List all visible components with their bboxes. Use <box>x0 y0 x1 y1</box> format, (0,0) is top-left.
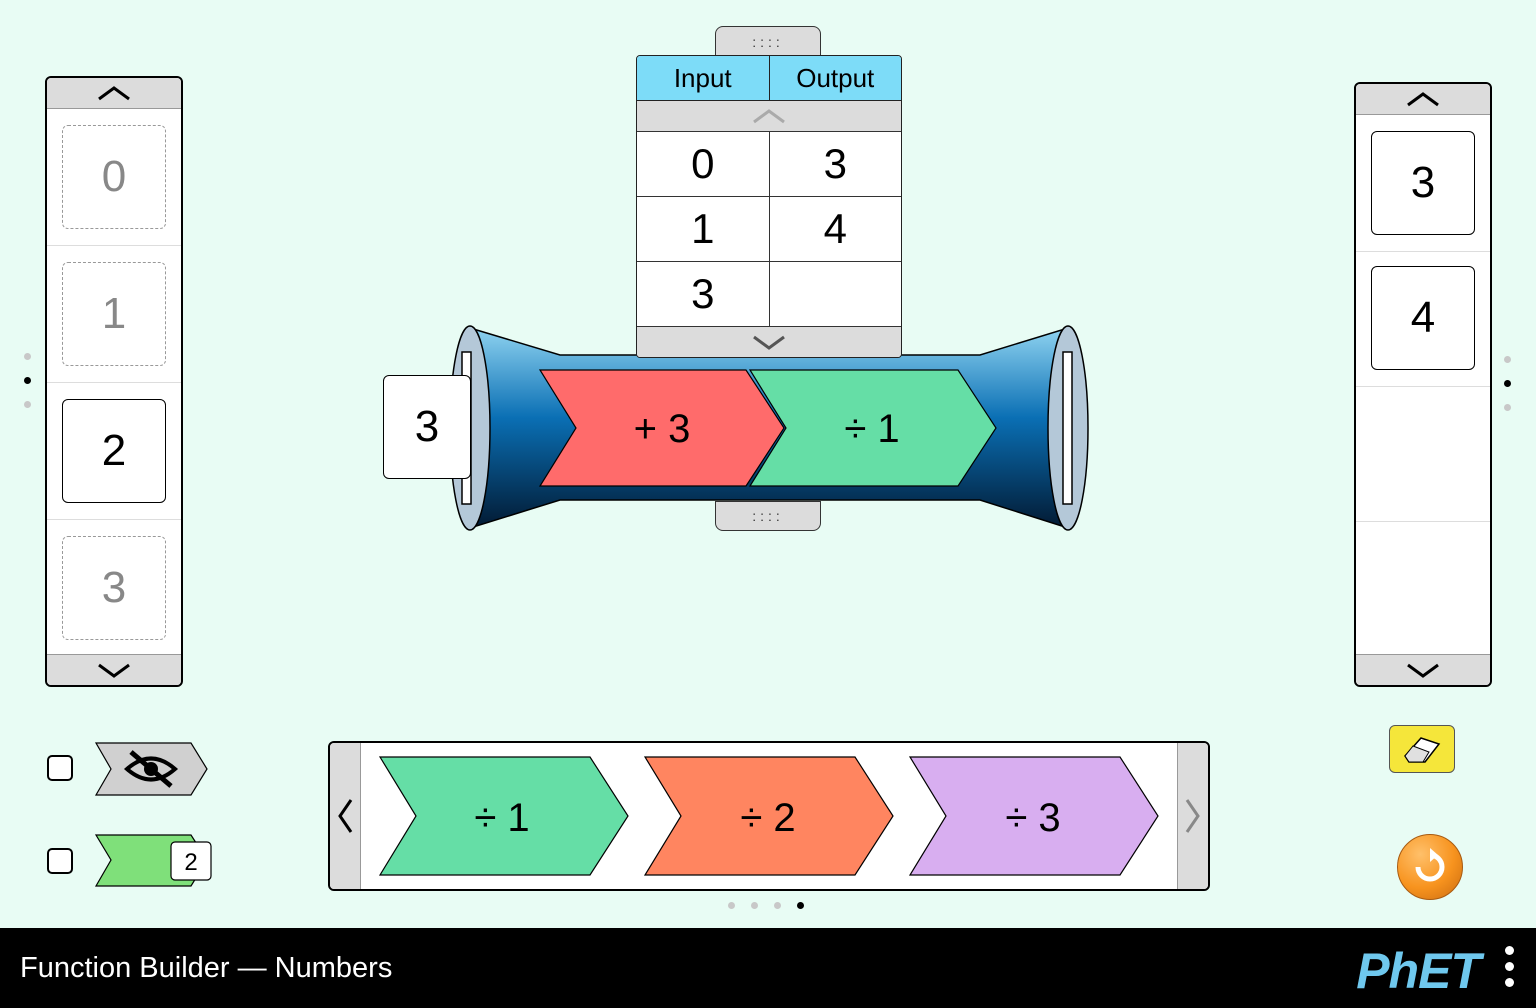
graph-drag-handle[interactable]: :::: <box>715 501 821 531</box>
function-label: ÷ 2 <box>740 796 795 840</box>
mystery-function-toggle: 2 <box>94 834 212 887</box>
eraser-icon <box>1404 737 1441 763</box>
chevron-left-icon <box>338 799 353 833</box>
function-label: ÷ 1 <box>474 796 529 840</box>
page-dot-active[interactable] <box>24 377 31 384</box>
page-dot[interactable] <box>751 902 758 909</box>
page-dot[interactable] <box>24 353 31 360</box>
input-card-ghost: 1 <box>62 262 166 366</box>
input-carousel-up-button[interactable] <box>47 78 181 109</box>
table-cell-output: 4 <box>823 205 847 252</box>
function-piece-shape <box>378 756 629 876</box>
builder-function-slots: + 3 ÷ 1 <box>538 369 997 487</box>
input-slot: 1 <box>47 246 181 383</box>
menu-dot <box>1505 946 1514 955</box>
navigation-bar: Function Builder — Numbers PhET <box>0 928 1536 1008</box>
input-card[interactable]: 2 <box>62 399 166 503</box>
page-dot[interactable] <box>774 902 781 909</box>
function-label: ÷ 3 <box>1005 796 1060 840</box>
chevron-down-icon <box>753 335 785 350</box>
builder-function-2[interactable]: ÷ 1 <box>748 369 997 487</box>
page-dot[interactable] <box>728 902 735 909</box>
chevron-down-icon <box>98 663 130 678</box>
table-row: 0 3 <box>637 131 901 196</box>
hide-functions-checkbox[interactable] <box>47 755 73 781</box>
table-cell-output <box>770 262 902 326</box>
input-card-ghost: 3 <box>62 536 166 640</box>
table-cell-input: 1 <box>637 197 770 261</box>
hidden-function-toggle <box>94 742 208 796</box>
table-row: 3 <box>637 261 901 326</box>
menu-dot <box>1505 978 1514 987</box>
function-piece-divide-2[interactable]: ÷ 2 <box>643 756 894 876</box>
function-piece-divide-3[interactable]: ÷ 3 <box>908 756 1159 876</box>
table-drag-handle[interactable]: :::: <box>715 26 821 58</box>
table-scroll-up-button[interactable] <box>637 101 901 131</box>
input-card-ghost: 0 <box>62 125 166 229</box>
page-dot-active[interactable] <box>797 902 804 909</box>
output-carousel[interactable]: 3 4 <box>1354 82 1492 687</box>
page-dot[interactable] <box>1504 404 1511 411</box>
output-card[interactable]: 3 <box>1371 131 1475 235</box>
chevron-up-icon <box>753 109 785 124</box>
phet-menu-button[interactable] <box>1505 946 1514 987</box>
output-slot-empty <box>1356 385 1490 522</box>
output-slot: 4 <box>1356 250 1490 387</box>
table-header-input: Input <box>637 56 770 100</box>
input-slot: 2 <box>47 383 181 520</box>
table-row: 1 4 <box>637 196 901 261</box>
function-carousel-left-button[interactable] <box>330 743 361 889</box>
mystery-badge: 2 <box>184 849 197 876</box>
mystery-function-checkbox[interactable] <box>47 848 73 874</box>
input-slot: 0 <box>47 109 181 246</box>
builder-input-card[interactable]: 3 <box>383 375 471 479</box>
mystery-badge-box <box>170 841 212 881</box>
chevron-down-icon <box>1407 663 1439 678</box>
table-header-output: Output <box>796 62 875 93</box>
builder-function-1[interactable]: + 3 <box>538 369 785 487</box>
output-carousel-page-indicator <box>1504 356 1511 411</box>
table-cell-input: 0 <box>637 132 770 196</box>
function-piece-shape <box>908 756 1159 876</box>
function-piece-shape <box>643 756 894 876</box>
output-slot: 3 <box>1356 115 1490 252</box>
output-card[interactable]: 4 <box>1371 266 1475 370</box>
page-dot[interactable] <box>24 401 31 408</box>
eraser-button[interactable] <box>1389 725 1455 773</box>
phet-logo[interactable]: PhET <box>1356 943 1481 999</box>
chevron-up-icon <box>98 86 130 101</box>
reset-all-button[interactable] <box>1397 834 1463 900</box>
output-slot-empty <box>1356 520 1490 656</box>
input-carousel-down-button[interactable] <box>47 654 181 685</box>
input-output-table: Input Output 0 3 1 4 3 <box>636 55 902 358</box>
function-carousel-page-indicator <box>728 902 804 909</box>
output-carousel-up-button[interactable] <box>1356 84 1490 115</box>
menu-dot <box>1505 962 1514 971</box>
reset-icon <box>1415 848 1445 882</box>
input-carousel[interactable]: 0 1 2 3 <box>45 76 183 687</box>
function-carousel-items: ÷ 1 ÷ 2 ÷ 3 <box>378 756 1159 876</box>
function-label: + 3 <box>634 407 691 451</box>
chevron-right-icon <box>1185 799 1200 833</box>
page-dot[interactable] <box>1504 356 1511 363</box>
input-slot: 3 <box>47 520 181 656</box>
chevron-up-icon <box>1407 92 1439 107</box>
table-cell-output: 3 <box>823 140 847 187</box>
function-label: ÷ 1 <box>844 407 899 451</box>
function-piece-shape <box>538 369 785 487</box>
input-carousel-page-indicator <box>24 353 31 408</box>
table-cell-input: 3 <box>637 262 770 326</box>
page-dot-active[interactable] <box>1504 380 1511 387</box>
app-title: Function Builder — Numbers <box>20 952 393 984</box>
table-header: Input Output <box>637 56 901 101</box>
eye-slash-icon <box>123 750 179 788</box>
function-carousel-right-button[interactable] <box>1177 743 1208 889</box>
function-piece-shape <box>748 369 997 487</box>
table-scroll-down-button[interactable] <box>637 326 901 357</box>
output-carousel-down-button[interactable] <box>1356 654 1490 685</box>
function-piece-divide-1[interactable]: ÷ 1 <box>378 756 629 876</box>
function-carousel: ÷ 1 ÷ 2 ÷ 3 <box>328 741 1210 891</box>
